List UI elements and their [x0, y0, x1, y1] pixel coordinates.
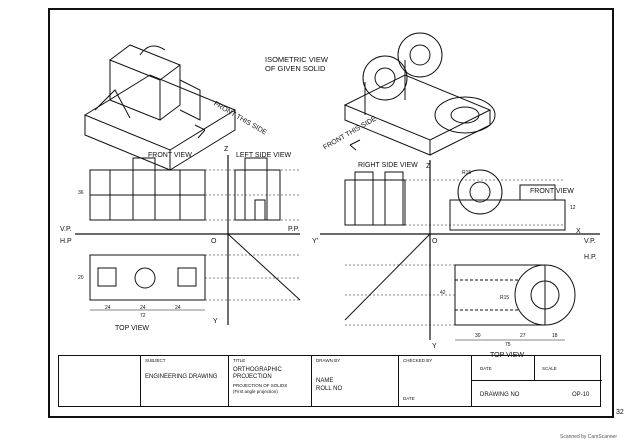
title-line-3: PROJECTION OF SOLIDS [233, 383, 288, 388]
date-caption-lower: DATE [403, 396, 415, 401]
title-block: SUBJECT ENGINEERING DRAWING TITLE ORTHOG… [58, 355, 602, 407]
page-number: 32 [616, 409, 624, 416]
subject-value-cell: SUBJECT ENGINEERING DRAWING [141, 356, 229, 406]
left-top-view [89, 254, 206, 301]
scanner-note: Scanned by CamScanner [560, 434, 617, 440]
right-o-label: O [432, 238, 438, 245]
iso-caption-2: OF GIVEN SOLID [265, 64, 326, 73]
right-arrow-icon [349, 139, 361, 151]
subject-caption: SUBJECT [145, 358, 166, 363]
right-side-view-label: RIGHT SIDE VIEW [358, 162, 418, 169]
right-hp-label: H.P. [584, 254, 597, 261]
title-line-4: (First angle projection) [233, 389, 278, 394]
left-dim-36: 36 [78, 190, 84, 196]
right-front-view [449, 169, 566, 231]
left-isometric-solid [83, 44, 237, 171]
right-dim-30: 30 [475, 333, 481, 339]
date-caption: DATE [480, 366, 492, 371]
right-miter-line [344, 233, 431, 321]
title-line-2: PROJECTION [233, 374, 272, 380]
date-scale-cell: DATE SCALE DRAWING NO OP-10 [472, 356, 602, 406]
right-dim-12: 12 [570, 205, 576, 211]
left-dim-24c: 24 [175, 305, 181, 311]
right-y-label: Y [432, 343, 437, 350]
roll-label: ROLL NO [316, 386, 343, 392]
title-line-1: ORTHOGRAPHIC [233, 367, 282, 373]
subject-cell [59, 356, 141, 406]
drawing-sheet [48, 8, 614, 418]
left-y-label: Y [213, 318, 218, 325]
left-arrow-icon [194, 124, 206, 139]
left-front-view-label: FRONT VIEW [148, 152, 192, 159]
iso-caption-1: ISOMETRIC VIEW [265, 55, 328, 64]
left-hp-label: H.P [60, 238, 72, 245]
right-dim-r15b: R15 [500, 295, 510, 301]
left-side-view-label: LEFT SIDE VIEW [236, 152, 292, 159]
title-cell: TITLE ORTHOGRAPHIC PROJECTION PROJECTION… [229, 356, 312, 406]
drawing-no-label: DRAWING NO [480, 392, 520, 398]
title-caption: TITLE [233, 358, 246, 363]
right-top-view [454, 264, 576, 326]
subject-value: ENGINEERING DRAWING [145, 374, 218, 380]
checked-by-caption: CHECKED BY [403, 358, 433, 363]
left-dim-24b: 24 [140, 305, 146, 311]
right-x-label: X [576, 228, 581, 235]
drawn-by-caption: DRAWN BY [316, 358, 341, 363]
checked-by-cell: CHECKED BY DATE [399, 356, 472, 406]
left-dim-72: 72 [140, 313, 146, 319]
right-dim-18: 18 [552, 333, 558, 339]
right-front-view-label: FRONT VIEW [530, 188, 574, 195]
left-top-view-label: TOP VIEW [115, 325, 149, 332]
left-vp-label: V.P. [60, 226, 72, 233]
left-side-view [234, 157, 281, 221]
left-miter-line [227, 233, 301, 301]
left-dim-24a: 24 [105, 305, 111, 311]
left-z-label: Z [224, 146, 229, 153]
right-isometric-solid [343, 32, 496, 156]
right-dim-42: 42 [440, 290, 446, 296]
right-side-view [344, 171, 406, 226]
left-pp-label: P.P. [288, 226, 300, 233]
right-dim-75: 75 [505, 342, 511, 348]
right-dim-27: 27 [520, 333, 526, 339]
left-front-view [89, 157, 206, 221]
right-z-label: Z [426, 163, 431, 170]
scale-caption: SCALE [542, 366, 557, 371]
drawing-no-value: OP-10 [572, 392, 590, 398]
right-vp-label: V.P. [584, 238, 596, 245]
right-dim-r15a: R15 [462, 170, 472, 176]
drawn-by-cell: DRAWN BY NAME ROLL NO [312, 356, 399, 406]
name-label: NAME [316, 378, 334, 384]
left-dim-20: 20 [78, 275, 84, 281]
right-y-prime-label: Y' [312, 238, 319, 245]
left-o-label: O [211, 238, 217, 245]
